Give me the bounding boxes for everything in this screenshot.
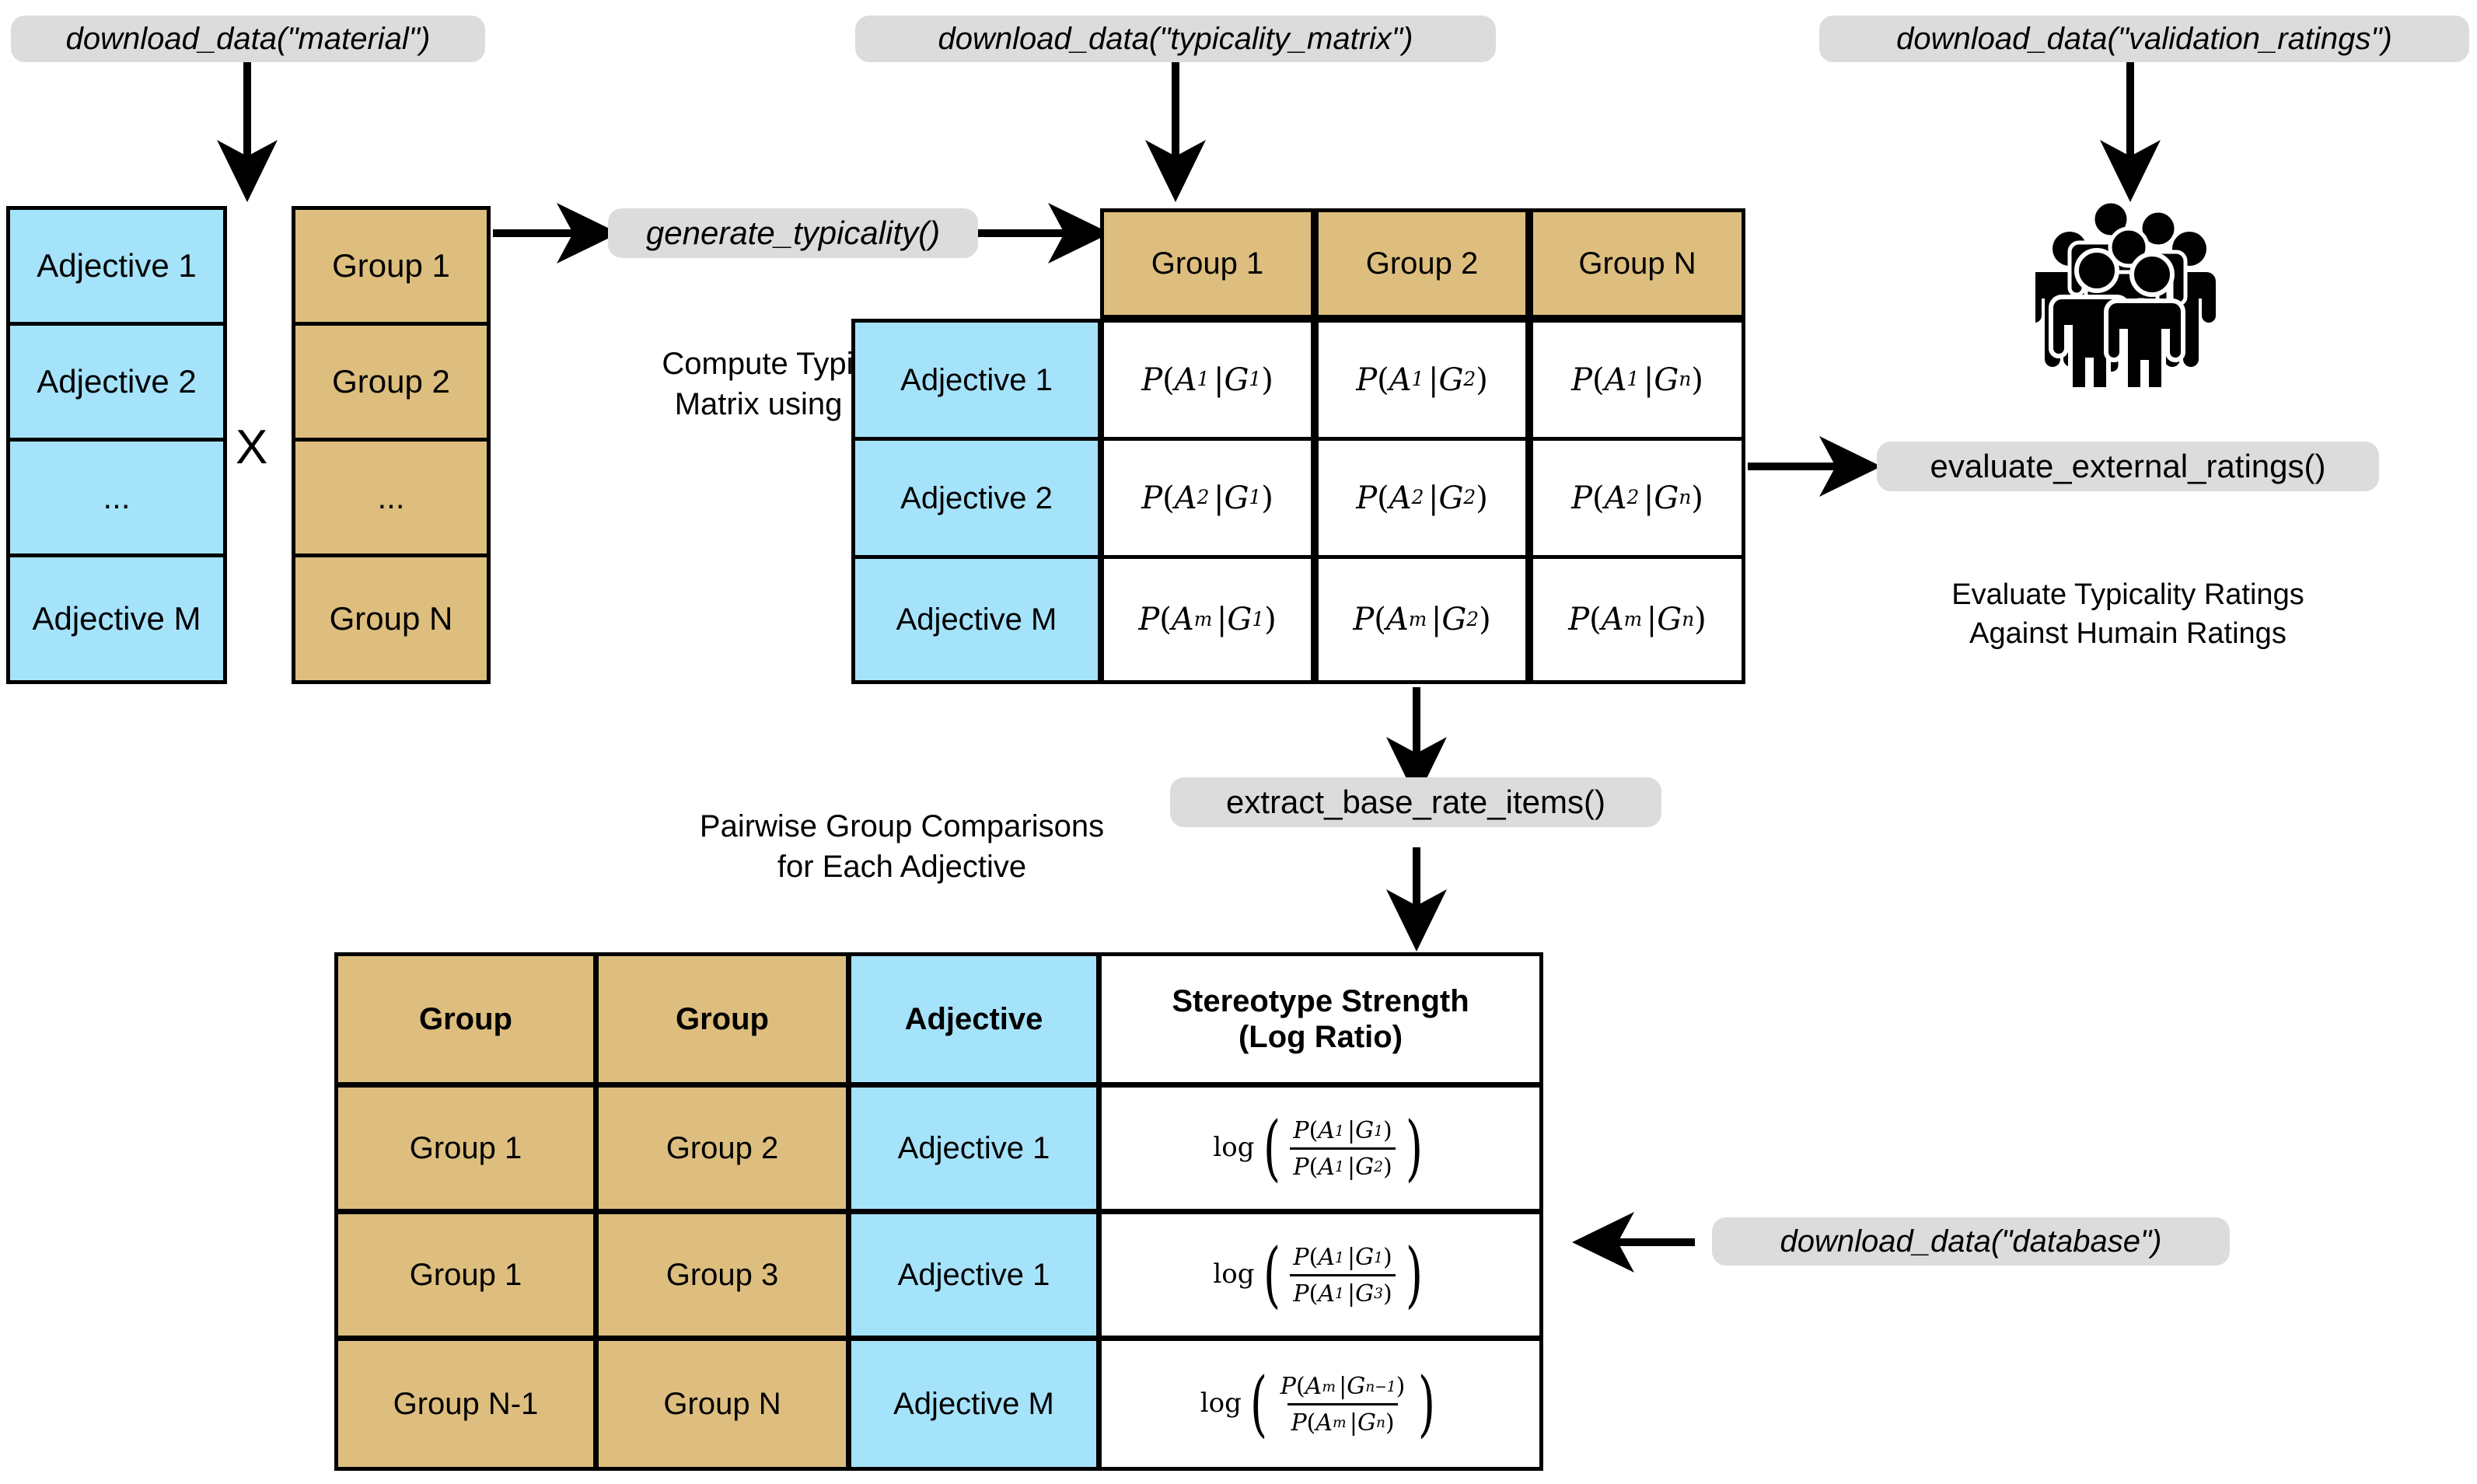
extract-base-rate-items-pill[interactable]: extract_base_rate_items()	[1170, 777, 1661, 827]
table-header-group-b: Group	[595, 952, 850, 1086]
group-list-label: Group 1	[332, 246, 450, 284]
table-cell-adjective: Adjective 1	[897, 1131, 1050, 1165]
table-cell-adjective: Adjective M	[893, 1387, 1054, 1421]
adjective-list-item-m: Adjective M	[6, 553, 227, 684]
evaluate-against-humans-text: Evaluate Typicality Ratings Against Huma…	[1951, 578, 2304, 650]
table-row: Adjective M	[847, 1337, 1100, 1471]
adjective-list-item-1: Adjective 1	[6, 206, 227, 326]
download-typicality-matrix-label: download_data("typicality_matrix")	[938, 22, 1413, 56]
table-cell-adjective: Adjective 1	[897, 1258, 1050, 1292]
table-row: Group 1	[334, 1084, 597, 1213]
matrix-row-header-adjective-1: Adjective 1	[851, 319, 1102, 441]
table-header-label: Adjective	[904, 1002, 1043, 1036]
adjective-list-item-ellipsis: ...	[6, 438, 227, 557]
group-list-label: Group N	[329, 599, 453, 637]
table-cell-group-b: Group N	[663, 1387, 781, 1421]
matrix-col-header-group-2: Group 2	[1315, 208, 1529, 319]
table-header-stereotype-strength: Stereotype Strength (Log Ratio)	[1098, 952, 1543, 1086]
table-header-label: Group	[419, 1002, 512, 1036]
cross-product-symbol: X	[236, 420, 267, 475]
table-row: Adjective 1	[847, 1210, 1100, 1339]
table-row: Group N-1	[334, 1337, 597, 1471]
evaluate-against-humans-caption: Evaluate Typicality Ratings Against Huma…	[1877, 538, 2379, 653]
matrix-row-header-adjective-m: Adjective M	[851, 555, 1102, 684]
extract-base-rate-items-label: extract_base_rate_items()	[1226, 784, 1605, 820]
matrix-row-header-adjective-2: Adjective 2	[851, 437, 1102, 559]
table-row: Group 3	[595, 1210, 850, 1339]
table-cell-group-a: Group 1	[409, 1258, 522, 1292]
download-material-label: download_data("material")	[65, 22, 431, 56]
generate-typicality-pill[interactable]: generate_typicality()	[608, 208, 978, 258]
group-list-item-2: Group 2	[292, 322, 491, 442]
cross-product-label: X	[236, 421, 268, 474]
table-cell-group-a: Group N-1	[393, 1387, 539, 1421]
adjective-list-label: Adjective 2	[37, 362, 197, 400]
adjective-list-label: Adjective M	[32, 599, 201, 637]
table-row: Group N	[595, 1337, 850, 1471]
group-list-item-ellipsis: ...	[292, 438, 491, 557]
matrix-col-header-group-1: Group 1	[1100, 208, 1315, 319]
matrix-row-header-label: Adjective 1	[900, 362, 1053, 397]
download-validation-ratings-label: download_data("validation_ratings")	[1896, 22, 2392, 56]
download-material-pill[interactable]: download_data("material")	[11, 16, 485, 62]
table-row: Adjective 1	[847, 1084, 1100, 1213]
table-cell-group-b: Group 2	[666, 1131, 779, 1165]
table-cell-group-b: Group 3	[666, 1258, 779, 1292]
adjective-list-label: Adjective 1	[37, 246, 197, 284]
matrix-col-header-group-n: Group N	[1529, 208, 1745, 319]
table-header-label: Stereotype Strength (Log Ratio)	[1172, 984, 1469, 1054]
table-header-group-a: Group	[334, 952, 597, 1086]
table-header-adjective: Adjective	[847, 952, 1100, 1086]
group-list-item-n: Group N	[292, 553, 491, 684]
adjective-list-item-2: Adjective 2	[6, 322, 227, 442]
download-validation-ratings-pill[interactable]: download_data("validation_ratings")	[1819, 16, 2469, 62]
evaluate-external-ratings-pill[interactable]: evaluate_external_ratings()	[1877, 442, 2379, 491]
table-cell-group-a: Group 1	[409, 1131, 522, 1165]
group-list-item-1: Group 1	[292, 206, 491, 326]
download-database-pill[interactable]: download_data("database")	[1712, 1217, 2230, 1266]
matrix-row-header-label: Adjective 2	[900, 480, 1053, 515]
group-of-people-icon	[2028, 199, 2222, 410]
generate-typicality-label: generate_typicality()	[645, 215, 941, 251]
table-row: Group 1	[334, 1210, 597, 1339]
matrix-col-header-label: Group 1	[1151, 246, 1264, 281]
table-row: Group 2	[595, 1084, 850, 1213]
download-typicality-matrix-pill[interactable]: download_data("typicality_matrix")	[855, 16, 1496, 62]
group-list-label: Group 2	[332, 362, 450, 400]
adjective-list-label: ...	[103, 478, 131, 515]
matrix-col-header-label: Group 2	[1365, 246, 1479, 281]
matrix-col-header-label: Group N	[1578, 246, 1696, 281]
pairwise-comparisons-caption: Pairwise Group Comparisons for Each Adje…	[661, 766, 1143, 887]
matrix-row-header-label: Adjective M	[896, 602, 1057, 637]
table-header-label: Group	[676, 1002, 769, 1036]
download-database-label: download_data("database")	[1780, 1224, 2162, 1259]
evaluate-external-ratings-label: evaluate_external_ratings()	[1930, 448, 2326, 484]
group-list-label: ...	[377, 478, 405, 515]
pairwise-comparisons-text: Pairwise Group Comparisons for Each Adje…	[699, 809, 1105, 884]
